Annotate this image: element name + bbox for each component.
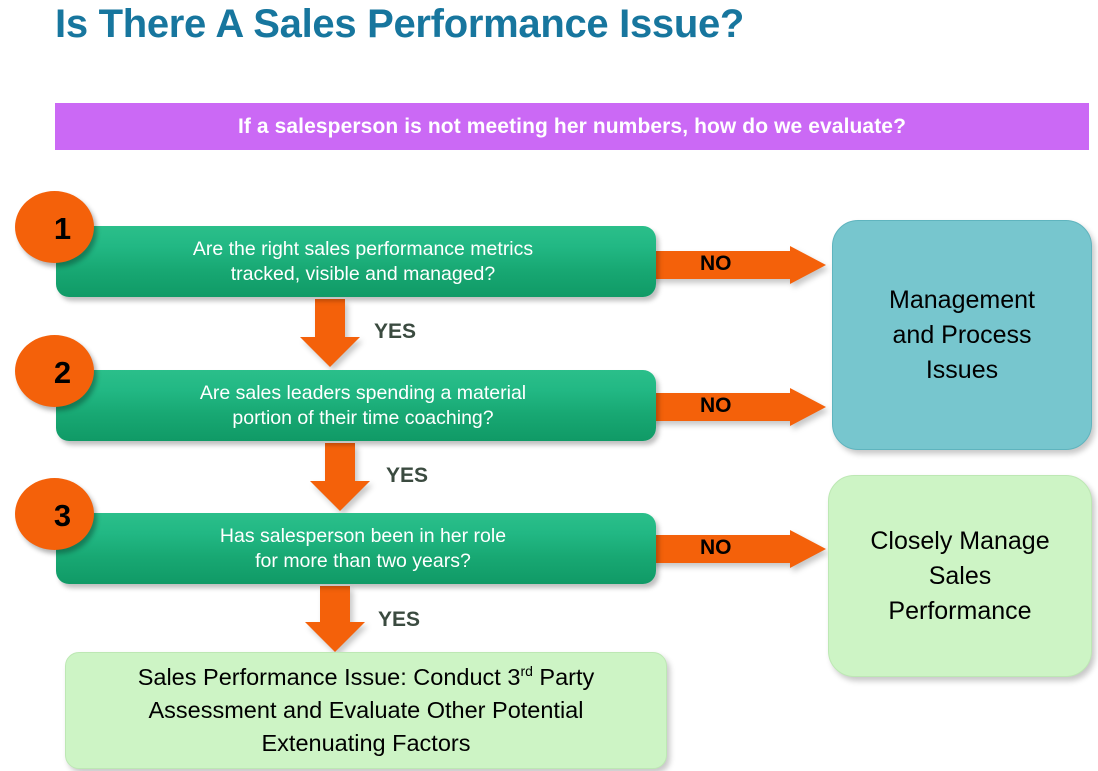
yes-label-1: YES [374,320,417,343]
step-badge-3: 3 [15,478,94,550]
no-arrow-3-icon [648,530,826,568]
subtitle-banner: If a salesperson is not meeting her numb… [55,103,1089,150]
yes-label-2: YES [386,464,429,487]
yes-arrow-1-shaft [315,299,345,337]
question-box-3-line1: Has salesperson been in her role [219,524,507,547]
outcome-closely-manage-text: Closely Manage Sales Performance [856,524,1063,629]
yes-arrow-2-icon [310,443,370,511]
yes-arrow-3-head [305,622,365,652]
no-arrow-2-shaft [648,393,790,421]
yes-arrow-3-icon [305,586,365,652]
no-label-1: NO [700,252,732,275]
no-label-3: NO [700,536,732,559]
step-badge-1-number: 1 [53,210,72,246]
outcome-management-line3: Issues [925,355,999,384]
outcome-final-line1-a: Sales Performance Issue: Conduct 3 [137,664,521,690]
outcome-closely-manage[interactable]: Closely Manage Sales Performance [828,475,1092,677]
step-badge-1: 1 [15,191,94,263]
question-box-1-line2: tracked, visible and managed? [230,262,496,285]
outcome-final-ordinal-suffix: rd [520,663,533,680]
question-box-2-line1: Are sales leaders spending a material [199,381,527,404]
page-title: Is There A Sales Performance Issue? [55,2,745,46]
question-box-1-line1: Are the right sales performance metrics [192,237,534,260]
yes-arrow-2-head [310,481,370,511]
question-box-3[interactable]: Has salesperson been in her role for mor… [56,513,656,584]
subtitle-banner-text: If a salesperson is not meeting her numb… [237,114,907,138]
outcome-closely-line1: Closely Manage [870,526,1050,555]
outcome-closely-line2: Sales [928,561,992,590]
question-box-3-line2: for more than two years? [255,549,471,572]
step-badge-2-number: 2 [53,354,72,390]
outcome-final-line3: Extenuating Factors [261,730,471,756]
no-label-2: NO [700,394,732,417]
yes-arrow-2-shaft [325,443,355,481]
outcome-final-text: Sales Performance Issue: Conduct 3rd Par… [120,661,613,760]
yes-arrow-3-shaft [320,586,350,622]
no-arrow-3-shaft [648,535,790,563]
yes-label-3: YES [378,608,421,631]
outcome-management-line2: and Process [892,320,1032,349]
yes-arrow-1-icon [300,299,360,367]
no-arrow-2-head [790,388,826,426]
question-box-2[interactable]: Are sales leaders spending a material po… [56,370,656,441]
question-box-2-text: Are sales leaders spending a material po… [160,381,552,431]
yes-arrow-1-head [300,337,360,367]
question-box-3-text: Has salesperson been in her role for mor… [180,524,532,574]
outcome-closely-line3: Performance [888,596,1032,625]
no-arrow-1-shaft [648,251,790,279]
question-box-2-line2: portion of their time coaching? [232,406,494,429]
outcome-sales-performance-issue[interactable]: Sales Performance Issue: Conduct 3rd Par… [65,652,667,769]
outcome-final-line1-b: Party [532,664,595,690]
outcome-final-line1: Sales Performance Issue: Conduct 3rd Par… [138,661,595,694]
step-badge-3-number: 3 [53,497,72,533]
no-arrow-2-icon [648,388,826,426]
outcome-management-line1: Management [889,285,1035,314]
no-arrow-1-icon [648,246,826,284]
question-box-1[interactable]: Are the right sales performance metrics … [56,226,656,297]
no-arrow-1-head [790,246,826,284]
no-arrow-3-head [790,530,826,568]
question-box-1-text: Are the right sales performance metrics … [153,237,559,287]
step-badge-2: 2 [15,335,94,407]
outcome-management-issues[interactable]: Management and Process Issues [832,220,1092,450]
outcome-final-line2: Assessment and Evaluate Other Potential [148,697,584,723]
outcome-management-issues-text: Management and Process Issues [875,283,1049,388]
